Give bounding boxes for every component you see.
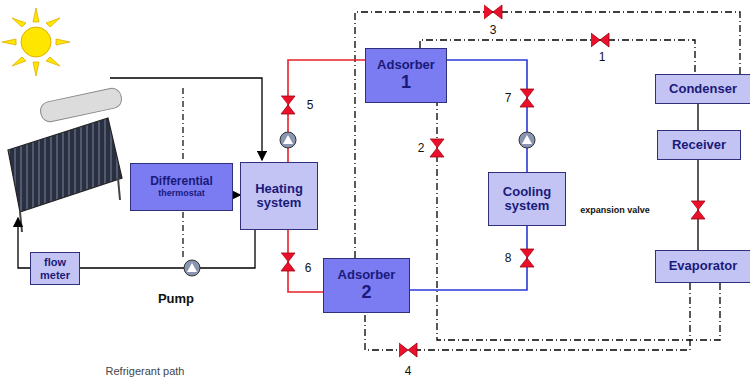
flowmeter-box: flow meter <box>30 252 80 285</box>
cooler-box: Cooling system <box>488 172 566 226</box>
pipe-connector <box>80 230 255 268</box>
callout-number: 3 <box>490 23 497 37</box>
callout-number: 5 <box>307 98 314 112</box>
sun-icon <box>2 8 70 76</box>
node-label: flow meter <box>35 256 75 280</box>
node-subtitle: thermostat <box>158 189 205 199</box>
node-label: Condenser <box>669 82 737 96</box>
valve-symbol <box>430 139 444 157</box>
node-label: Evaporator <box>669 259 738 273</box>
thermostat-box: Differentialthermostat <box>130 163 233 211</box>
pump-label: Pump <box>158 291 194 306</box>
pipe-connector <box>355 12 740 258</box>
pump-symbol <box>519 132 535 148</box>
pipe-connector <box>410 226 527 290</box>
valve-symbol <box>520 89 534 107</box>
pump-symbol <box>280 132 296 148</box>
valve-symbol <box>484 5 502 19</box>
valve-symbol <box>691 201 705 219</box>
node-label: Heating system <box>245 182 313 211</box>
callout-number: 4 <box>405 364 412 378</box>
node-number: 2 <box>361 283 371 303</box>
heater-box: Heating system <box>240 162 318 230</box>
pipe-connector <box>365 283 690 350</box>
pipe-connector <box>233 194 240 195</box>
condenser-box: Condenser <box>655 74 750 104</box>
valve-symbol <box>399 343 417 357</box>
node-label: Cooling system <box>493 185 561 214</box>
collector-pipes <box>18 78 262 268</box>
callout-number: 1 <box>599 50 606 64</box>
legend-note: Refrigerant path <box>106 365 185 377</box>
node-heading: Differential <box>150 175 213 188</box>
valve-symbol <box>281 96 295 114</box>
pipe-connector <box>447 60 527 172</box>
node-label: Receiver <box>672 138 726 152</box>
valve-symbol <box>281 253 295 271</box>
evaporator-box: Evaporator <box>655 250 750 283</box>
pump-symbol <box>184 260 200 276</box>
node-heading: Adsorber <box>338 268 396 282</box>
callout-number: 8 <box>505 251 512 265</box>
valve-label: expansion valve <box>580 205 650 215</box>
adsorber-box: Adsorber2 <box>323 258 410 313</box>
pipe-connector <box>288 60 365 162</box>
callout-number: 7 <box>505 91 512 105</box>
pipe-connector <box>288 230 323 292</box>
valve-symbol <box>520 249 534 267</box>
receiver-box: Receiver <box>657 130 741 160</box>
callout-number: 2 <box>418 141 425 155</box>
pipe-connector <box>420 40 695 74</box>
node-number: 1 <box>401 73 411 93</box>
callout-number: 6 <box>305 261 312 275</box>
solar-collector <box>8 87 123 232</box>
adsorber-box: Adsorber1 <box>365 48 447 103</box>
node-heading: Adsorber <box>377 58 435 72</box>
pipe-connector <box>697 104 698 130</box>
valve-symbol <box>591 33 609 47</box>
